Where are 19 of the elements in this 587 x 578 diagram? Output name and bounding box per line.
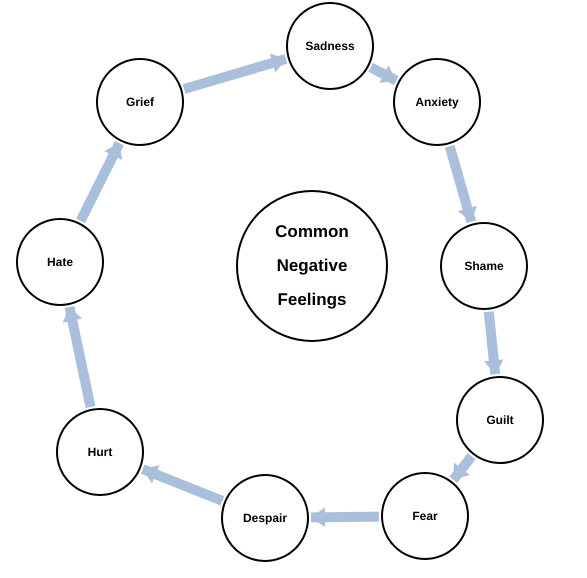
feeling-label: Shame [464,258,504,274]
feeling-label: Sadness [305,38,355,54]
feeling-label: Common Negative Feelings [274,221,350,311]
block-arrow [310,507,380,528]
block-arrow [182,53,288,94]
feeling-label: Grief [126,94,154,110]
block-arrow [62,306,96,408]
block-arrow [140,464,224,506]
block-arrow [449,453,476,483]
feeling-label: Hurt [88,444,112,460]
block-arrow [368,62,399,86]
block-arrow [76,140,124,224]
feeling-label: Fear [412,508,438,524]
feeling-label: Anxiety [415,94,459,110]
feeling-label: Despair [242,510,288,526]
feeling-label: Hate [46,254,73,270]
block-arrow [484,311,504,375]
feeling-label: Guilt [486,412,514,428]
block-arrow [444,144,478,224]
